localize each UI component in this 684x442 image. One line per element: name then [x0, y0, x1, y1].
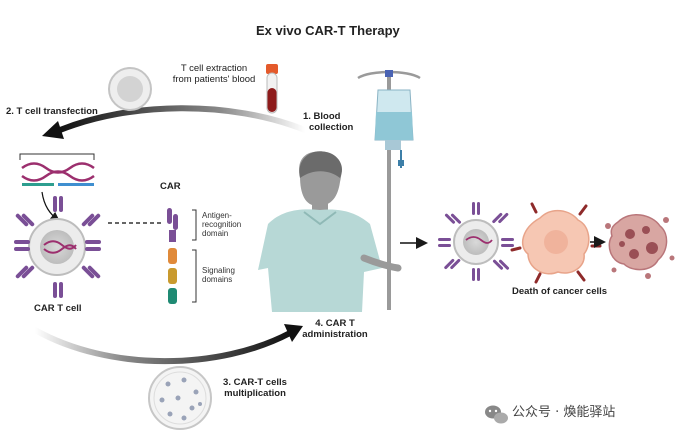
antigen-line-3: domain: [202, 229, 229, 239]
step-4-line-1: 4. CAR T: [315, 318, 355, 329]
patient-figure: [258, 151, 402, 312]
car-t-cell-label: CAR T cell: [34, 303, 82, 314]
cancer-cell-icon: [510, 202, 602, 284]
dead-cell-icon: [605, 214, 675, 279]
step-4-label: 4. CAR T administration: [290, 318, 380, 341]
step-1-line-2: collection: [309, 121, 354, 133]
car-t-cell-icon: [14, 196, 101, 298]
arrow-to-transfection: [42, 105, 308, 139]
car-t-cell-killing-icon: [438, 202, 514, 281]
signaling-line-1: Signaling: [202, 266, 235, 275]
diagram-title: Ex vivo CAR-T Therapy: [256, 23, 400, 38]
car-title: CAR: [160, 181, 181, 192]
step-4-line-2: administration: [302, 328, 368, 340]
extraction-line-2: from patients' blood: [172, 73, 256, 85]
signaling-line-2: domains: [202, 275, 233, 285]
antigen-domain-label: Antigen- recognition domain: [202, 211, 241, 239]
wechat-icon: [485, 405, 508, 424]
death-label: Death of cancer cells: [512, 286, 608, 297]
watermark: 公众号 · 煥能驿站: [512, 405, 616, 420]
step-2-label: 2. T cell transfection: [6, 106, 98, 117]
petri-dish-icon: [148, 366, 212, 430]
step-3-label: 3. CAR-T cells multiplication: [212, 377, 298, 400]
iv-bag-icon: [357, 70, 421, 310]
step-1-line-1: 1. Blood: [303, 111, 341, 122]
step-3-line-1: 3. CAR-T cells: [223, 377, 287, 388]
t-cell-icon: [108, 67, 152, 111]
blood-tube-icon: [266, 64, 278, 114]
arrow-to-administration: [32, 324, 303, 365]
step-3-line-2: multiplication: [224, 387, 286, 399]
extraction-label: T cell extraction from patients' blood: [158, 63, 270, 86]
antigen-line-1: Antigen-: [202, 211, 232, 220]
extraction-line-1: T cell extraction: [180, 63, 248, 74]
antigen-line-2: recognition: [202, 220, 242, 230]
step-1-label: 1. Blood collection: [303, 111, 354, 134]
car-receptor-icon: [167, 208, 197, 304]
dna-icon: [19, 153, 95, 222]
signaling-domain-label: Signaling domains: [202, 266, 235, 284]
